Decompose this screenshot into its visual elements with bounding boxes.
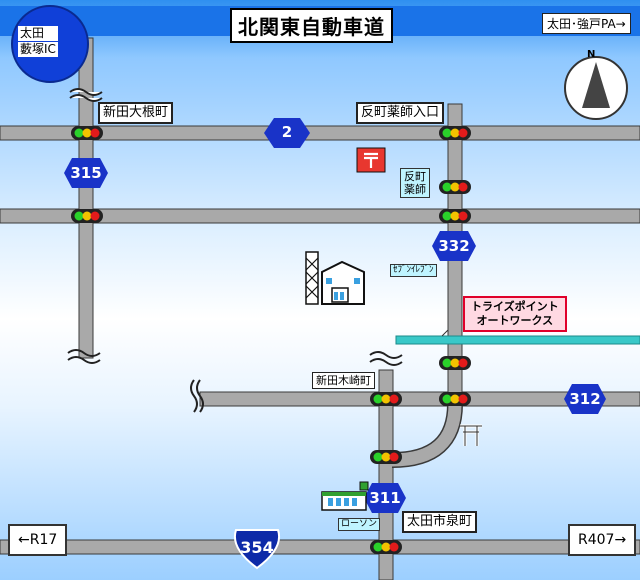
- road-break-mark: [69, 88, 103, 102]
- destination-marker[interactable]: トライズポイント オートワークス: [463, 296, 567, 332]
- route-2-shield: [264, 118, 310, 148]
- route-312-number: 312: [569, 390, 601, 408]
- destination-name-line2: オートワークス: [476, 314, 554, 327]
- road-route-311: [378, 369, 394, 580]
- road-route-312: [199, 391, 640, 407]
- curved-road: [391, 403, 462, 467]
- place-nitta-oone: 新田大根町: [98, 102, 174, 124]
- road-break-mark: [190, 379, 204, 413]
- place-ota-shimizu: 太田市泉町: [402, 511, 478, 533]
- route-315-number: 315: [70, 164, 102, 182]
- road-middle-east-west: [0, 208, 640, 224]
- post-office-icon: [356, 147, 386, 173]
- route-311-number: 311: [369, 489, 401, 507]
- sorimachi-yakushi-line1: 反町: [404, 170, 426, 183]
- lawson-label: ローソン: [338, 518, 381, 531]
- r407-direction-sign: R407→: [568, 524, 637, 556]
- gas-station-icon: [321, 481, 369, 511]
- route-315-shield: [64, 158, 108, 188]
- road-route-2: [0, 125, 640, 141]
- ic-label-line2: 藪塚IC: [18, 42, 58, 57]
- ic-label: 太田 藪塚IC: [18, 26, 58, 57]
- road-break-mark: [67, 349, 101, 364]
- traffic-lights: [71, 126, 471, 554]
- destination-name-line1: トライズポイント: [471, 300, 559, 313]
- seven-eleven-label: ｾﾌﾞﾝｲﾚﾌﾞﾝ: [390, 264, 437, 277]
- route-312-shield: [564, 384, 606, 414]
- shrine-gate-icon: [460, 424, 482, 446]
- route-332-number: 332: [438, 237, 470, 255]
- ic-label-line1: 太田: [18, 26, 58, 41]
- canal: [395, 335, 640, 345]
- pa-label: 太田･強戸PA→: [542, 13, 631, 34]
- route-354-number: 354: [240, 538, 274, 557]
- road-route-315: [78, 37, 94, 359]
- place-sorimachi-entrance: 反町薬師入口: [356, 102, 445, 124]
- road-route-354: [0, 539, 640, 555]
- place-nitta-kizaki: 新田木崎町: [312, 372, 375, 389]
- sorimachi-yakushi-line2: 薬師: [404, 183, 426, 196]
- route-354-shield: [234, 529, 280, 570]
- expressway-title: 北関東自動車道: [230, 8, 393, 43]
- route-311-shield: [364, 483, 406, 513]
- place-sorimachi-yakushi: 反町 薬師: [400, 168, 430, 198]
- route-2-number: 2: [281, 123, 293, 141]
- north-label: N: [587, 49, 596, 60]
- road-break-mark: [369, 351, 403, 366]
- factory-icon: [305, 251, 365, 305]
- route-332-shield: [432, 231, 476, 261]
- north-arrow-icon: [582, 62, 610, 108]
- r17-direction-sign: ←R17: [8, 524, 68, 556]
